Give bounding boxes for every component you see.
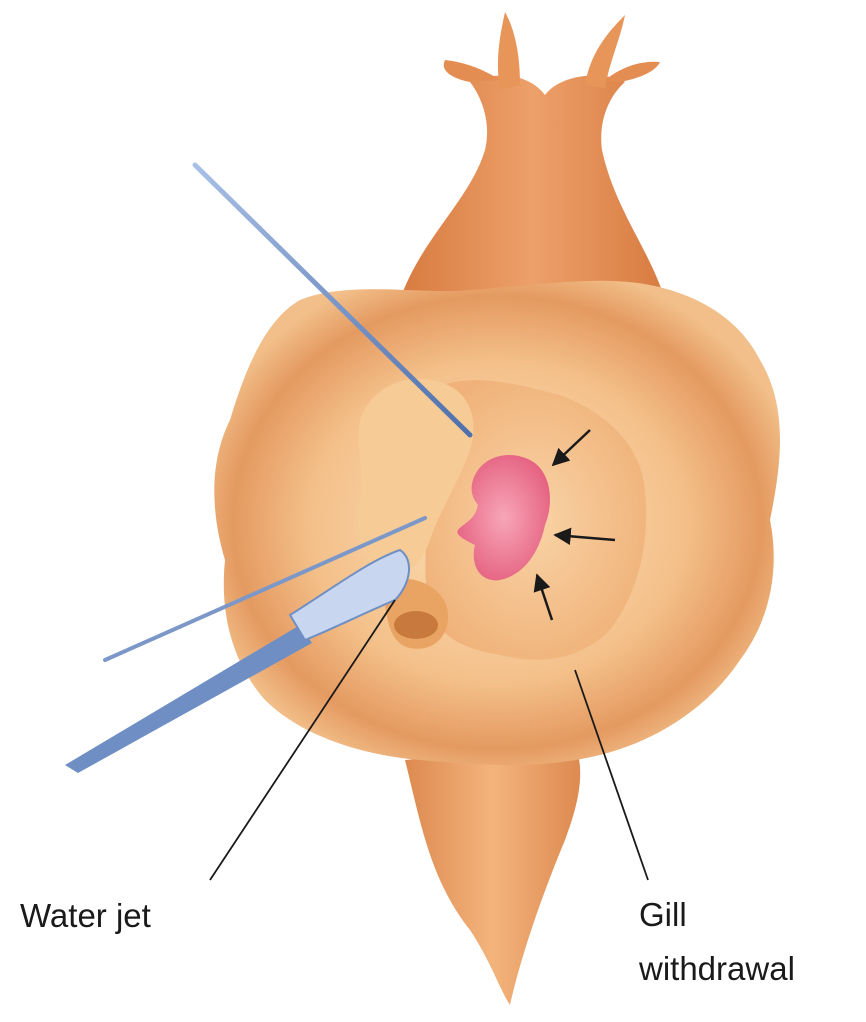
- gill-withdrawal-label-line1: Gill: [639, 894, 687, 936]
- water-jet-label: Water jet: [20, 895, 151, 937]
- gill-withdrawal-label-line2: withdrawal: [639, 948, 795, 990]
- rhinophore-right: [605, 62, 660, 82]
- rhinophore-left: [444, 60, 500, 82]
- tail: [405, 745, 580, 1005]
- head: [400, 76, 665, 300]
- tentacle-left: [498, 12, 520, 90]
